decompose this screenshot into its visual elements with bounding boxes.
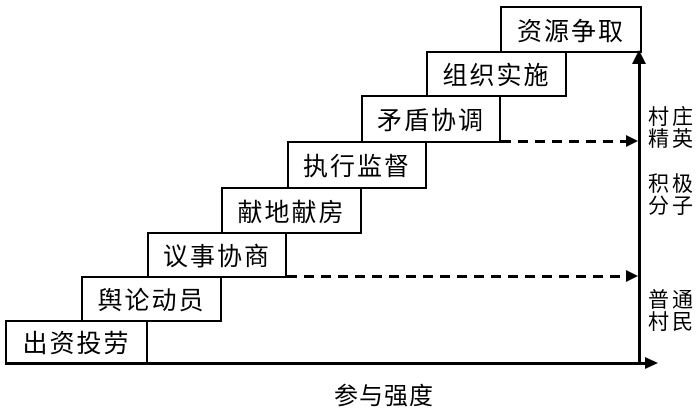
ladder-step-1: 出资投劳 — [5, 320, 148, 364]
ladder-step-8: 资源争取 — [500, 6, 642, 53]
ladder-step-5: 执行监督 — [287, 141, 427, 189]
x-axis-title: 参与强度 — [334, 384, 434, 408]
y-axis-group-label-elites: 村庄精英 — [648, 105, 696, 151]
lower-right-arrowhead-icon — [626, 270, 638, 282]
x-axis-line — [5, 362, 652, 365]
right-arrowhead-icon — [645, 357, 658, 369]
up-arrowhead-icon — [632, 50, 646, 64]
dashed-connector-lower — [287, 275, 626, 278]
ladder-step-4: 献地献房 — [221, 187, 362, 234]
y-axis-group-label-ordinary-villagers: 普通村民 — [648, 288, 696, 334]
ladder-step-7: 组织实施 — [426, 51, 567, 97]
y-axis-line — [638, 63, 641, 365]
ladder-step-6: 矛盾协调 — [361, 95, 501, 143]
ladder-step-3: 议事协商 — [147, 232, 287, 278]
dashed-connector-upper — [501, 140, 626, 143]
y-axis-group-label-activists: 积极分子 — [648, 172, 696, 218]
ladder-step-2: 舆论动员 — [81, 276, 222, 322]
upper-right-arrowhead-icon — [626, 135, 638, 147]
